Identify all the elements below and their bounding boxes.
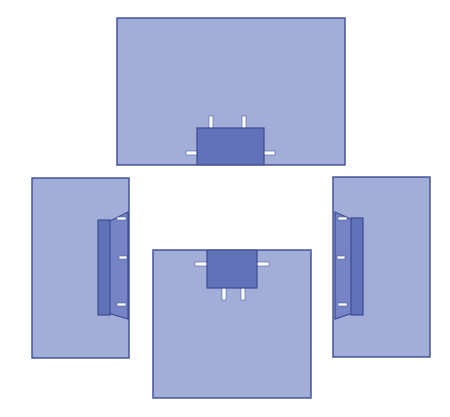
pin xyxy=(337,302,348,307)
view-right xyxy=(332,176,431,358)
pin xyxy=(262,150,276,156)
view-bottom xyxy=(152,249,312,399)
pin xyxy=(336,255,346,260)
pin xyxy=(337,216,348,221)
pin xyxy=(240,286,246,301)
pin xyxy=(118,255,128,260)
component-body xyxy=(196,127,265,166)
component-body xyxy=(97,219,111,316)
pin xyxy=(255,261,270,267)
component-bottom xyxy=(194,249,270,301)
component-right xyxy=(334,211,364,320)
pin xyxy=(221,286,227,301)
component-body xyxy=(350,217,364,316)
pin xyxy=(194,261,209,267)
view-top xyxy=(116,17,346,166)
component-top xyxy=(185,115,276,166)
view-left xyxy=(31,177,130,359)
pin xyxy=(185,150,199,156)
pin xyxy=(116,302,127,307)
pin xyxy=(241,115,247,130)
component-body xyxy=(206,249,258,289)
component-left xyxy=(97,211,129,320)
pin xyxy=(116,216,127,221)
pin xyxy=(208,115,214,130)
